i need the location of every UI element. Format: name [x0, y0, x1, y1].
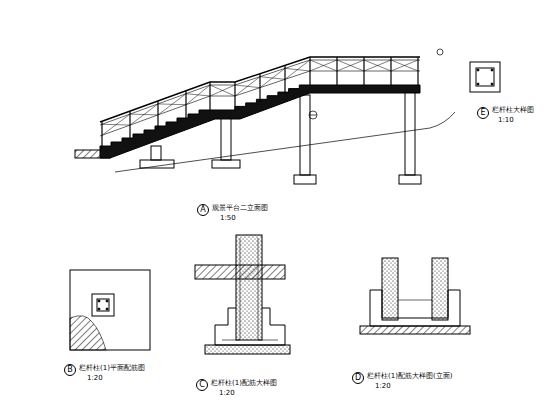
- stroke: [100, 57, 420, 122]
- detail-b: [70, 270, 150, 350]
- stroke: [417, 57, 418, 85]
- scale-label: 1:20: [375, 383, 391, 391]
- stroke: [337, 60, 364, 71]
- drawing-title: 观景平台二立面图: [212, 205, 268, 213]
- stroke: [310, 60, 337, 71]
- scale-label: 1:20: [87, 375, 103, 383]
- detail-letter: B: [67, 366, 73, 374]
- stroke: [310, 60, 337, 71]
- stroke: [186, 85, 210, 105]
- stair-elevation: [75, 49, 455, 184]
- stroke: [285, 60, 310, 79]
- stroke: [158, 94, 186, 115]
- stroke: [260, 68, 285, 87]
- stroke: [391, 60, 418, 71]
- drawing-title: 栏杆柱大样图: [492, 107, 534, 115]
- scale-label: 1:10: [498, 117, 514, 125]
- stroke: [102, 114, 130, 135]
- detail-letter: C: [199, 381, 205, 389]
- stroke: [235, 77, 260, 96]
- detail-c: [195, 235, 290, 354]
- drawing-title: 栏杆柱(1)配筋大样图: [211, 380, 277, 388]
- drawing-title: 栏杆柱(1)配筋大样图(立面): [367, 373, 452, 381]
- drawing-title: 栏杆柱(1)平面配筋图: [79, 365, 145, 373]
- detail-circle: A: [197, 204, 209, 216]
- detail-d: [360, 258, 470, 334]
- detail-circle: E: [477, 107, 489, 119]
- stroke: [364, 60, 391, 71]
- detail-letter: E: [480, 109, 485, 117]
- detail-circle: D: [352, 372, 364, 384]
- scale-label: 1:20: [219, 390, 235, 398]
- scale-label: 1:50: [220, 215, 236, 223]
- stroke: [364, 60, 391, 71]
- stroke: [391, 60, 418, 71]
- detail-circle: B: [64, 364, 76, 376]
- stroke: [100, 60, 420, 125]
- stroke: [337, 60, 364, 71]
- detail-circle: C: [196, 379, 208, 391]
- detail-letter: D: [355, 374, 361, 382]
- detail-letter: A: [200, 206, 205, 214]
- detail-e: [470, 62, 500, 92]
- stroke: [210, 85, 235, 96]
- stroke: [130, 104, 158, 125]
- stroke: [100, 71, 420, 136]
- stroke: [210, 85, 235, 96]
